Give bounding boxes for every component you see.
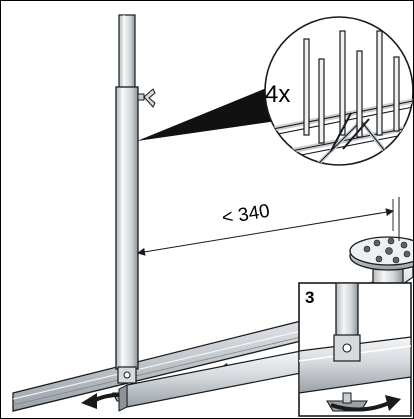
magnifier-label: 4x	[265, 81, 290, 108]
dimension-line	[137, 199, 394, 263]
telescopic-post	[112, 14, 156, 402]
magnifier-callout	[137, 16, 413, 166]
wing-screw-icon	[137, 88, 156, 108]
dimension-label: < 340	[220, 201, 271, 229]
inset-step-3	[298, 282, 412, 417]
step-3-label: 3	[305, 288, 314, 307]
